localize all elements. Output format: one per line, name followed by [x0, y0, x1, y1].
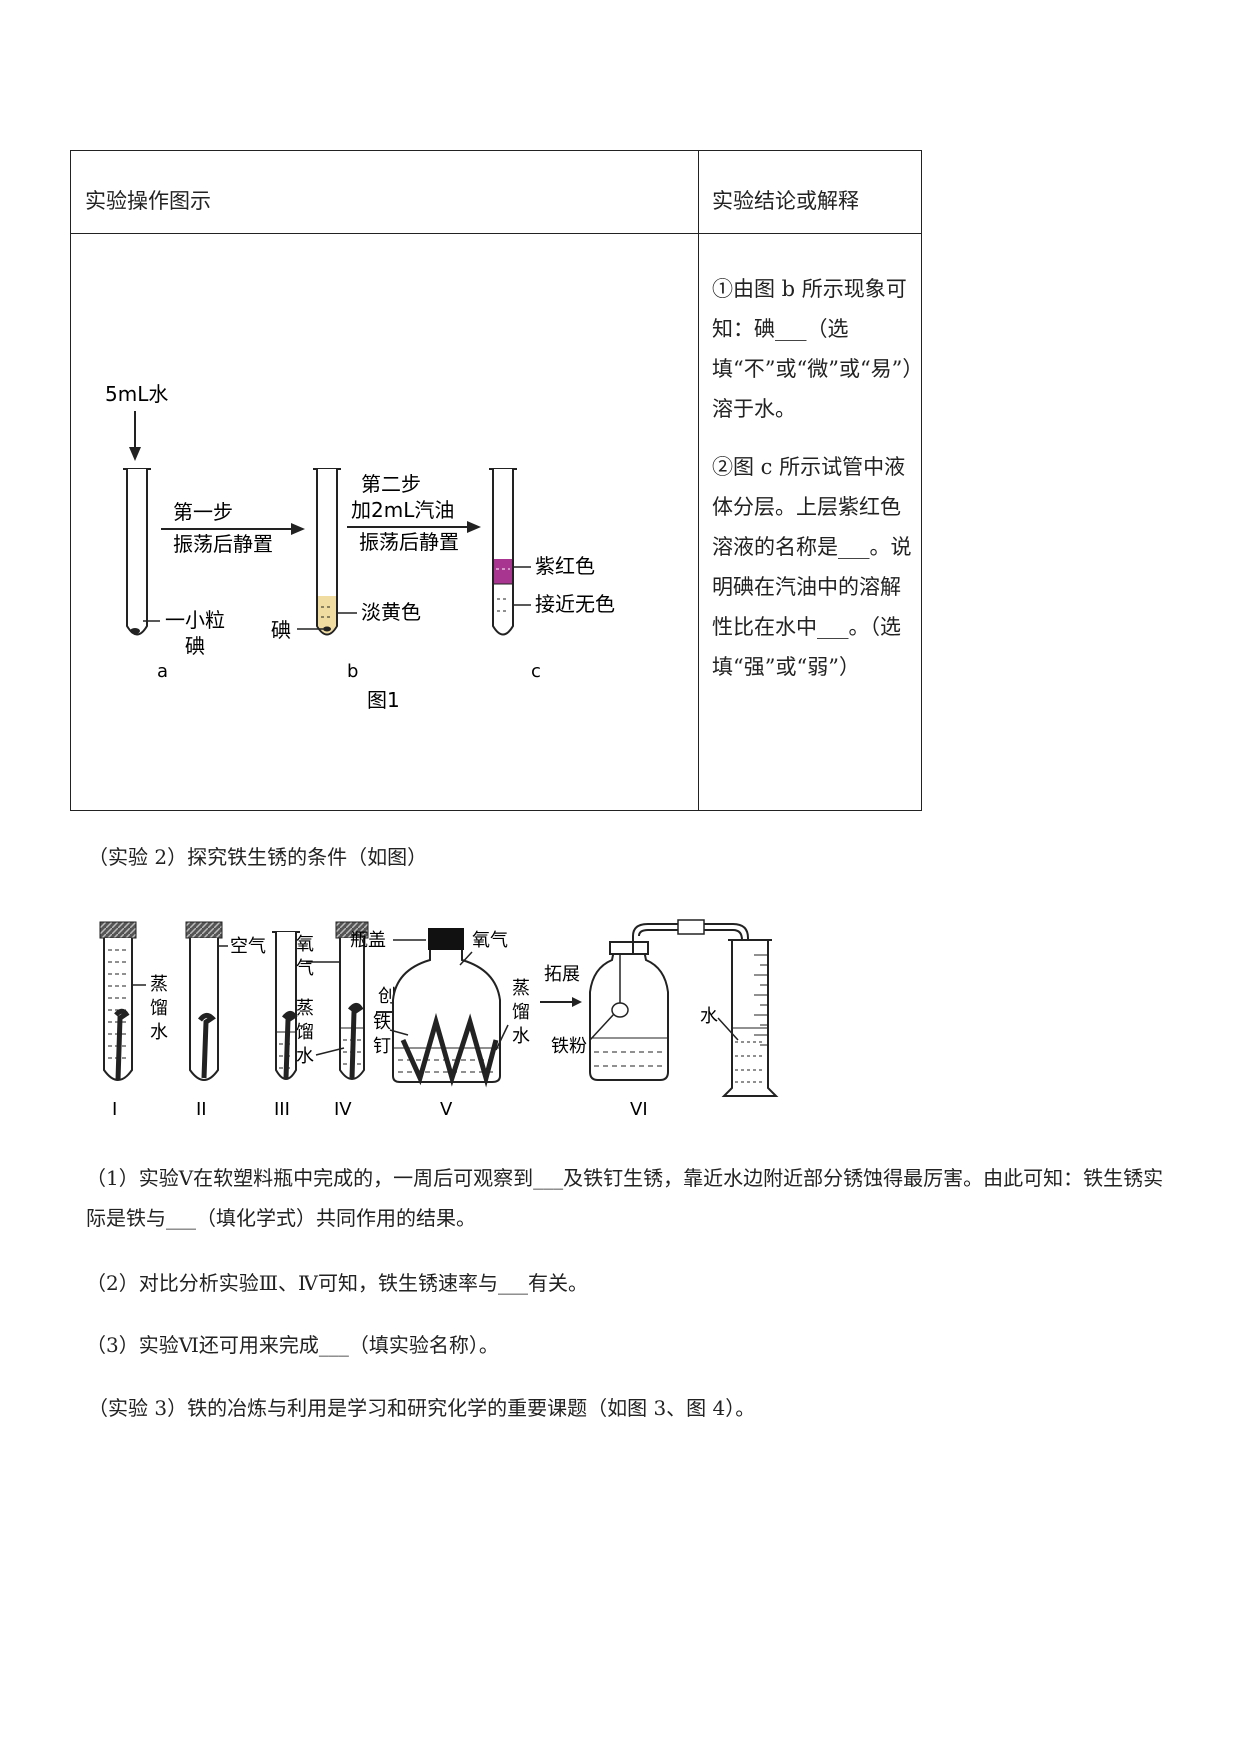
step-1-desc: 振荡后静置: [173, 532, 273, 556]
iodine-particle-label-2: 碘: [185, 634, 205, 658]
figure-2-rust-conditions: 蒸 馏 水 I 空气 II III: [99, 919, 779, 1120]
apparatus-VI: 铁粉 水 VI: [551, 919, 779, 1120]
near-colorless-label: 接近无色: [535, 592, 615, 616]
question-1: （1）实验Ⅴ在软塑料瓶中完成的，一周后可观察到___及铁钉生锈，靠近水边附近部分…: [86, 1166, 1164, 1230]
header-operation-diagram: 实验操作图示: [85, 189, 211, 213]
step-2-add-gasoline: 加2mL汽油: [351, 498, 454, 522]
arrow-head-icon: [129, 447, 141, 461]
iron-nail-label: 铁: [373, 1012, 391, 1033]
distilled-water-label: 蒸: [512, 978, 530, 999]
test-tube-I: 蒸 馏 水 I: [99, 921, 168, 1120]
flask: [589, 949, 669, 1081]
pale-yellow-label: 淡黄色: [361, 600, 421, 624]
explanation-1: ①由图 b 所示现象可知：碘___（选填“不”或“微”或“易”）溶于水。: [712, 277, 924, 421]
water-label: 水: [700, 1006, 718, 1027]
tube-b-label: b: [347, 661, 358, 682]
iron-powder-bag: [611, 1002, 629, 1018]
iron-powder-label: 铁粉: [551, 1036, 587, 1057]
step-1-title: 第一步: [173, 500, 233, 524]
plastic-bottle-V: 瓶盖 氧气 铁 钉 蒸 馏 水 V: [350, 928, 530, 1120]
test-tube-b: 碘 淡黄色 b: [271, 468, 421, 682]
expand-label: 拓展: [544, 964, 580, 985]
experiment-2-heading: （实验 2）探究铁生锈的条件（如图）: [88, 845, 428, 869]
step-2-desc: 振荡后静置: [359, 530, 459, 554]
figure-1-caption: 图1: [367, 688, 400, 712]
purple-red-label: 紫红色: [535, 554, 595, 578]
question-3: （3）实验Ⅵ还可用来完成___（填实验名称）。: [86, 1333, 499, 1357]
purple-red-layer: [494, 559, 512, 584]
test-tube-IV: 氧 气 蒸 馏 水 IV: [296, 921, 369, 1120]
pale-yellow-solution: [318, 596, 336, 634]
step-1-arrow: 第一步 振荡后静置: [161, 500, 305, 556]
table-row-divider: [71, 233, 921, 234]
oxygen-label: 氧气: [472, 930, 508, 951]
iodine-particle-label: 一小粒: [165, 608, 225, 632]
step-2-title: 第二步: [361, 472, 421, 496]
distilled-water-label: 馏: [150, 998, 168, 1019]
water-label: 5mL水: [105, 382, 168, 406]
iodine-particle: [130, 628, 140, 634]
label-V: V: [440, 1099, 453, 1120]
label-IV: IV: [334, 1099, 352, 1120]
table-column-divider: [698, 151, 699, 810]
bottle-cap: [428, 928, 464, 950]
distilled-water-label: 水: [512, 1026, 530, 1047]
distilled-water-label: 蒸: [296, 998, 314, 1019]
air-label: 空气: [230, 936, 266, 957]
oxygen-label: 气: [296, 958, 314, 979]
graduated-cylinder: [721, 940, 779, 1097]
iron-nails-w: [400, 1012, 499, 1088]
distilled-water-label: 水: [150, 1022, 168, 1043]
distilled-water-label: 水: [296, 1046, 314, 1067]
label-III: III: [274, 1099, 290, 1120]
test-tube-III: III: [272, 931, 300, 1120]
water-addition: 5mL水: [105, 382, 168, 461]
label-II: II: [196, 1099, 207, 1120]
figure-1-iodine-dissolution: 5mL水 一小粒 碘 a 第一步 振荡后静置: [105, 382, 615, 712]
distilled-water-label: 馏: [512, 1002, 530, 1023]
iron-nail: [348, 1002, 364, 1079]
label-I: I: [112, 1099, 117, 1120]
experiment-table: 实验操作图示 实验结论或解释 5mL水 一小粒 碘 a 第一步: [70, 150, 924, 811]
rubber-connector: [677, 919, 705, 935]
header-conclusion: 实验结论或解释: [712, 189, 859, 213]
test-tube-c: 紫红色 接近无色 c: [489, 468, 615, 682]
stopper: [99, 921, 137, 939]
expand-arrow: 拓展: [540, 964, 582, 1007]
distilled-water-label: 馏: [296, 1022, 314, 1043]
bottle-cap-label: 瓶盖: [350, 930, 386, 951]
glass-tube: [632, 923, 749, 1090]
test-tube-II: 空气 II: [185, 921, 266, 1120]
oxygen-label: 氧: [296, 934, 314, 955]
tube-a-label: a: [157, 661, 168, 682]
tube-c-label: c: [531, 661, 541, 682]
flask-stopper: [609, 941, 649, 955]
iodine-label: 碘: [271, 618, 291, 642]
experiment-3-heading: （实验 3）铁的冶炼与利用是学习和研究化学的重要课题（如图 3、图 4）。: [88, 1396, 756, 1420]
test-tube-a: 一小粒 碘 a: [123, 468, 225, 682]
distilled-water-label: 蒸: [150, 974, 168, 995]
conclusion-cell: ①由图 b 所示现象可知：碘___（选填“不”或“微”或“易”）溶于水。 ②图 …: [712, 269, 924, 705]
question-2: （2）对比分析实验Ⅲ、Ⅳ可知，铁生锈速率与___有关。: [86, 1271, 588, 1295]
iron-nail: [282, 1010, 298, 1079]
explanation-2: ②图 c 所示试管中液体分层。上层紫红色溶液的名称是___。说明碘在汽油中的溶解…: [712, 455, 912, 679]
label-VI: VI: [630, 1099, 648, 1120]
iron-nail-label: 钉: [373, 1036, 391, 1057]
step-2-arrow: 第二步 加2mL汽油 振荡后静置: [347, 472, 481, 554]
iron-nail: [114, 1008, 130, 1081]
iron-nail: [198, 1012, 216, 1079]
